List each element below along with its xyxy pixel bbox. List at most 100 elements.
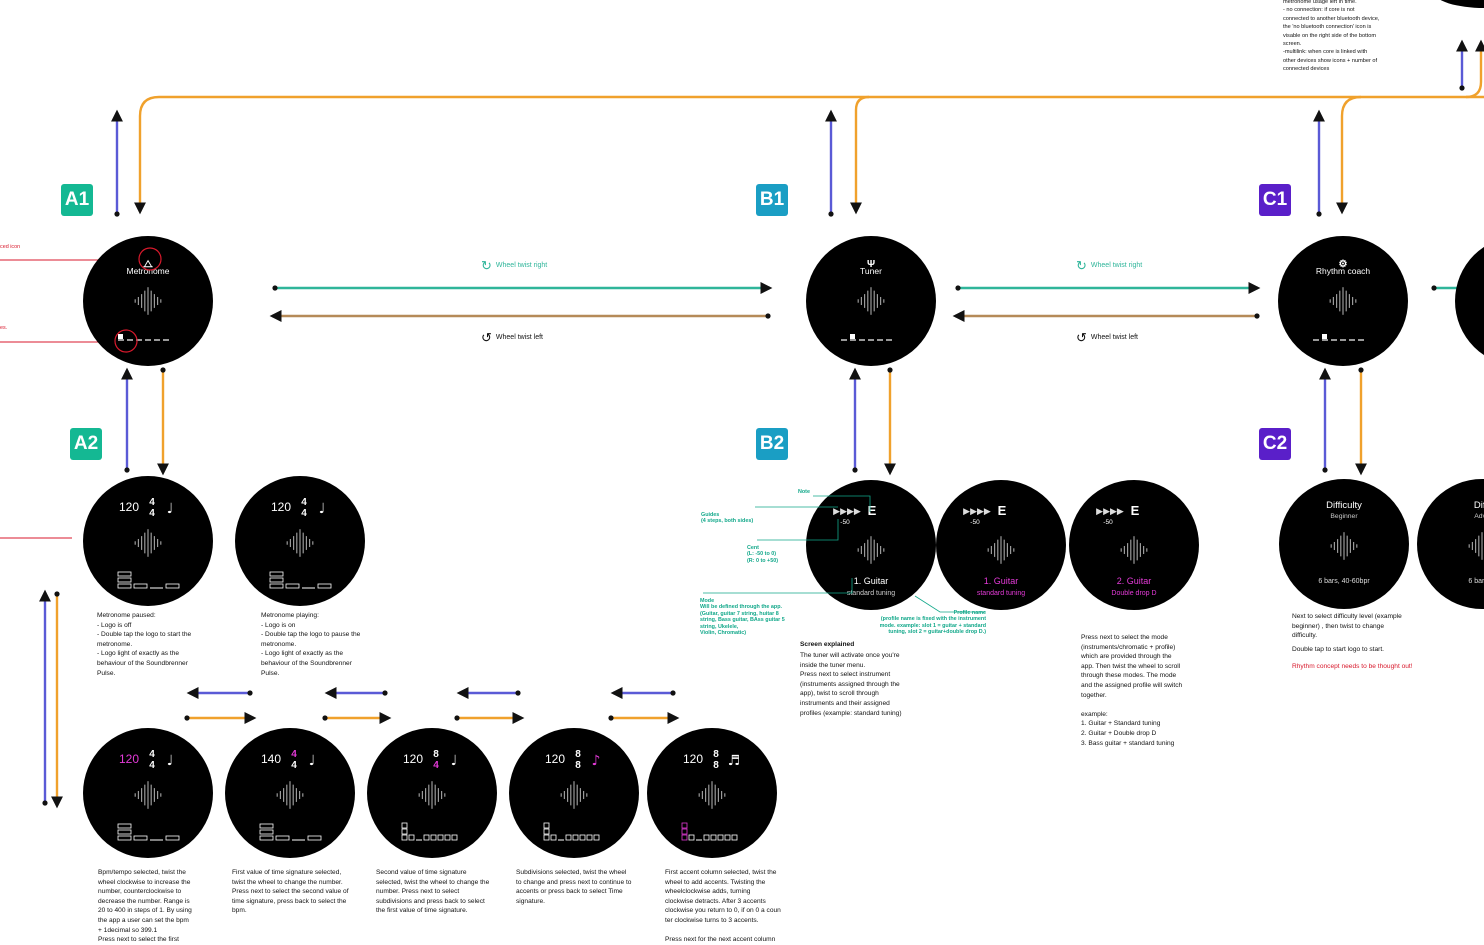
arrow-twist-left-1-dot: [765, 313, 771, 319]
sig-bottom: 4: [301, 508, 307, 519]
difficulty-title: Difficulty: [1326, 500, 1362, 511]
desc-sig2: Second value of time signature selected,…: [376, 869, 490, 915]
accent-block: [117, 823, 132, 829]
arrow-pair-next-3-dot: [608, 715, 614, 721]
rotate-counterclockwise-icon: ↺: [1076, 330, 1087, 345]
sig-top: 4: [149, 749, 155, 760]
accent-block: [550, 834, 557, 841]
accent-block: [681, 822, 688, 829]
arrow-right-up-dot: [1459, 85, 1465, 91]
mode-title: Metronome: [127, 266, 170, 276]
accent-block: [681, 828, 688, 835]
accent-block: [681, 834, 688, 841]
tuner-cent: -50: [1103, 519, 1113, 526]
ann-line-note: [813, 495, 871, 512]
sig-top: 8: [575, 749, 581, 760]
note-value: ♩: [451, 753, 458, 769]
arrow-b1-up-dot: [828, 211, 834, 217]
desc-tuner-heading: Screen explained: [800, 641, 855, 648]
difficulty-level: Beginner: [1330, 513, 1358, 520]
mode-icon: ⧍: [143, 259, 153, 270]
accent-block: [579, 834, 586, 841]
tuner-instrument: 1. Guitar: [854, 576, 889, 586]
accent-block: [451, 834, 458, 841]
desc-tuner-body: The tuner will activate once you're insi…: [800, 652, 902, 717]
accent-block: [165, 835, 180, 841]
device-face: [1417, 479, 1484, 609]
indicator-square: [118, 334, 123, 339]
accent-block: [165, 583, 180, 589]
badge-b1: B1: [756, 184, 788, 216]
arrow-pair-back-1-dot: [382, 690, 388, 696]
bpm-value: 120: [119, 752, 139, 766]
bus-branch-rhythm: [1336, 95, 1362, 215]
accent-block: [117, 583, 132, 589]
arrow-pair-back-2-dot: [515, 690, 521, 696]
mode-icon: Ψ: [867, 259, 875, 270]
arrow-a2-up-dot: [124, 467, 130, 473]
desc-subdiv: Subdivisions selected, twist the wheel t…: [516, 869, 632, 905]
screen-rhythm-difficulty-2: DiffiAdva6 bars, 7: [1417, 479, 1484, 609]
tuner-cent: -50: [970, 519, 980, 526]
accent-block: [117, 577, 132, 583]
accent-block: [401, 834, 408, 841]
tuner-cent: -50: [840, 519, 850, 526]
accent-block: [401, 828, 408, 835]
bus-branch-tuner: [850, 95, 870, 215]
desc-accent: First accent column selected, twist the …: [665, 869, 781, 944]
arrow-twist-right-3-dot: [1431, 285, 1437, 291]
tuner-tuning: Double drop D: [1111, 590, 1156, 597]
top-bus-line: [134, 95, 1484, 215]
accent-block: [269, 583, 284, 589]
accent-block: [133, 835, 148, 841]
desc-tuner-mode: Press next to select the mode (instrumen…: [1081, 634, 1183, 747]
bpm-value: 120: [545, 752, 565, 766]
twist-right-label-2: ↻Wheel twist right: [1076, 258, 1143, 273]
accent-block: [593, 834, 600, 841]
accent-block: [408, 834, 415, 841]
arrow-pair-back-0-dot: [247, 690, 253, 696]
mode-icon: ⚙: [1339, 259, 1348, 270]
desc-metronome-paused: Metronome paused: - Logo is off - Double…: [97, 612, 192, 677]
twist-left-label-2: ↺Wheel twist left: [1076, 330, 1138, 345]
indicator-square: [850, 334, 855, 339]
sig-top: 4: [149, 497, 155, 508]
accent-block: [259, 823, 274, 829]
tuner-note: E: [1131, 503, 1140, 518]
ann-line-cent: [757, 519, 839, 541]
ann-note: Note: [798, 489, 810, 495]
arrow-c1-down-dot: [1358, 367, 1364, 373]
top-note: metronome usage left in time. - no conne…: [1283, 0, 1380, 73]
accent-block: [543, 828, 550, 835]
sig-top: 8: [713, 749, 719, 760]
sig-top: 4: [291, 749, 297, 760]
ann-cent: Cent (L: -50 to 0) (R: 0 to +50): [747, 545, 779, 564]
difficulty-info: 6 bars, 7: [1468, 578, 1484, 585]
note-value: ♩: [309, 753, 316, 769]
twist-right-label-1: ↻Wheel twist right: [481, 258, 548, 273]
bpm-value: 120: [403, 752, 423, 766]
accent-block: [117, 835, 132, 841]
ann-line-profile: [914, 595, 985, 613]
note-value: ♩: [319, 501, 326, 517]
guide-arrows: ▶▶▶▶: [1096, 507, 1124, 517]
rotate-clockwise-icon: ↻: [1076, 258, 1087, 273]
accent-block: [437, 834, 444, 841]
accent-block: [565, 834, 572, 841]
rotate-counterclockwise-icon: ↺: [481, 330, 492, 345]
annot-ring-indicator: [114, 329, 138, 353]
desc-sig1: First value of time signature selected, …: [232, 869, 349, 915]
arrow-twist-right-2-dot: [955, 285, 961, 291]
sig-bottom: 4: [149, 508, 155, 519]
accent-block: [731, 834, 738, 841]
sig-bottom: 8: [713, 760, 719, 771]
bpm-value: 120: [271, 500, 291, 514]
left-annotation-es: es.: [0, 325, 8, 331]
accent-block: [259, 835, 274, 841]
